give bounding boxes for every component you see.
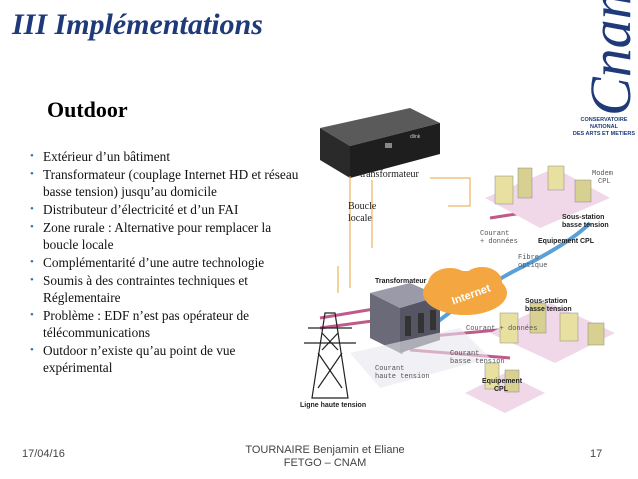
label-courant-bt-1: Courant: [450, 350, 480, 358]
bullet-item: • Soumis à des contraintes techniques et …: [30, 272, 300, 306]
cpl-network-diagram: dlink: [290, 88, 620, 418]
bullet-item: • Distributeur d’électricité et d’un FAI: [30, 201, 300, 218]
footer-author: TOURNAIRE Benjamin et Eliane FETGO – CNA…: [230, 444, 420, 470]
cnam-caption-line2: DES ARTS ET METIERS: [572, 131, 636, 137]
footer-author-line2: FETGO – CNAM: [283, 457, 367, 469]
bullet-item: • Problème : EDF n’est pas opérateur de t…: [30, 307, 300, 341]
slide-title: III Implémentations: [12, 8, 263, 41]
label-courant-donnees-top-2: + données: [480, 238, 518, 246]
label-fibre-2: optique: [518, 262, 548, 270]
bullet-icon: •: [30, 221, 34, 233]
label-sous-station-mid-2: basse tension: [525, 306, 572, 313]
cnam-logo-icon: Cnam: [578, 0, 638, 116]
footer-author-line1: TOURNAIRE Benjamin et Eliane: [245, 444, 405, 456]
bullet-item: • Zone rurale : Alternative pour remplace…: [30, 219, 300, 253]
label-courant-donnees-top-1: Courant: [480, 230, 510, 238]
cnam-logo-caption: CONSERVATOIRE NATIONAL DES ARTS ET METIE…: [570, 117, 638, 138]
diagram-drawing: dlink: [304, 108, 615, 413]
section-subtitle: Outdoor: [47, 97, 128, 122]
bullet-item: • Complémentarité d’une autre technologie: [30, 254, 300, 271]
annotation-transformateur: transformateur: [360, 169, 419, 180]
label-sous-station-top-2: basse tension: [562, 222, 609, 229]
footer-date: 17/04/16: [22, 448, 65, 460]
bullet-icon: •: [30, 150, 34, 162]
label-ligne-haute-tension: Ligne haute tension: [300, 402, 367, 409]
substation-mid-icon: [490, 302, 615, 363]
label-courant-bt-2: basse tension: [450, 358, 505, 366]
cnam-logo: Cnam CONSERVATOIRE NATIONAL DES ARTS ET …: [570, 0, 638, 140]
label-sous-station-top-1: Sous-station: [562, 214, 605, 221]
label-modem-2: CPL: [598, 178, 611, 186]
label-courant-ht-1: Courant: [375, 365, 405, 373]
label-sous-station-mid-1: Sous-station: [525, 298, 568, 305]
label-transformateur: Transformateur: [375, 278, 427, 285]
label-fibre-1: Fibre: [518, 254, 540, 262]
bullet-icon: •: [30, 344, 34, 356]
bullet-text: Problème : EDF n’est pas opérateur de té…: [43, 308, 250, 340]
cpl-device-icon: dlink: [320, 108, 440, 178]
label-modem-1: Modem: [592, 170, 614, 178]
bullet-icon: •: [30, 256, 34, 268]
annotation-lines: [337, 177, 471, 293]
ground-plate: [350, 328, 490, 388]
bullet-icon: •: [30, 274, 34, 286]
bullet-text: Extérieur d’un bâtiment: [43, 149, 171, 164]
bullet-text: Transformateur (couplage Internet HD et …: [43, 167, 299, 199]
bullet-item: • Outdoor n’existe qu’au point de vue exp…: [30, 342, 300, 376]
bullet-item: • Extérieur d’un bâtiment: [30, 148, 300, 165]
label-equipement-bottom-1: Equipement: [482, 378, 523, 385]
cnam-caption-line1: CONSERVATOIRE NATIONAL: [580, 117, 628, 130]
bullet-text: Zone rurale : Alternative pour remplacer…: [43, 220, 272, 252]
footer-page-number: 17: [590, 448, 603, 460]
bullet-icon: •: [30, 168, 34, 180]
substation-top-icon: [485, 165, 610, 228]
bullet-icon: •: [30, 309, 34, 321]
internet-cloud-icon: Internet: [423, 267, 507, 315]
device-brand-text: dlink: [410, 134, 421, 140]
bullet-icon: •: [30, 203, 34, 215]
building-bottom-icon: [465, 362, 545, 413]
label-equipement-cpl-top: Equipement CPL: [538, 238, 595, 245]
label-equipement-bottom-2: CPL: [494, 386, 508, 393]
label-courant-ht-2: haute tension: [375, 373, 430, 381]
annotation-boucle-line1: Boucle: [348, 201, 377, 212]
label-courant-donnees-mid: Courant + données: [466, 325, 538, 333]
high-voltage-pylon-icon: [304, 312, 356, 399]
cnam-logo-text: Cnam: [578, 0, 638, 116]
bullet-item: • Transformateur (couplage Internet HD et…: [30, 166, 300, 200]
bullet-text: Outdoor n’existe qu’au point de vue expé…: [43, 343, 236, 375]
bullet-text: Soumis à des contraintes techniques et R…: [43, 273, 248, 305]
bullet-text: Complémentarité d’une autre technologie: [43, 255, 265, 270]
annotation-boucle-line2: locale: [348, 213, 372, 224]
bullet-list: • Extérieur d’un bâtiment • Transformateur…: [30, 148, 300, 377]
bullet-text: Distributeur d’électricité et d’un FAI: [43, 202, 239, 217]
